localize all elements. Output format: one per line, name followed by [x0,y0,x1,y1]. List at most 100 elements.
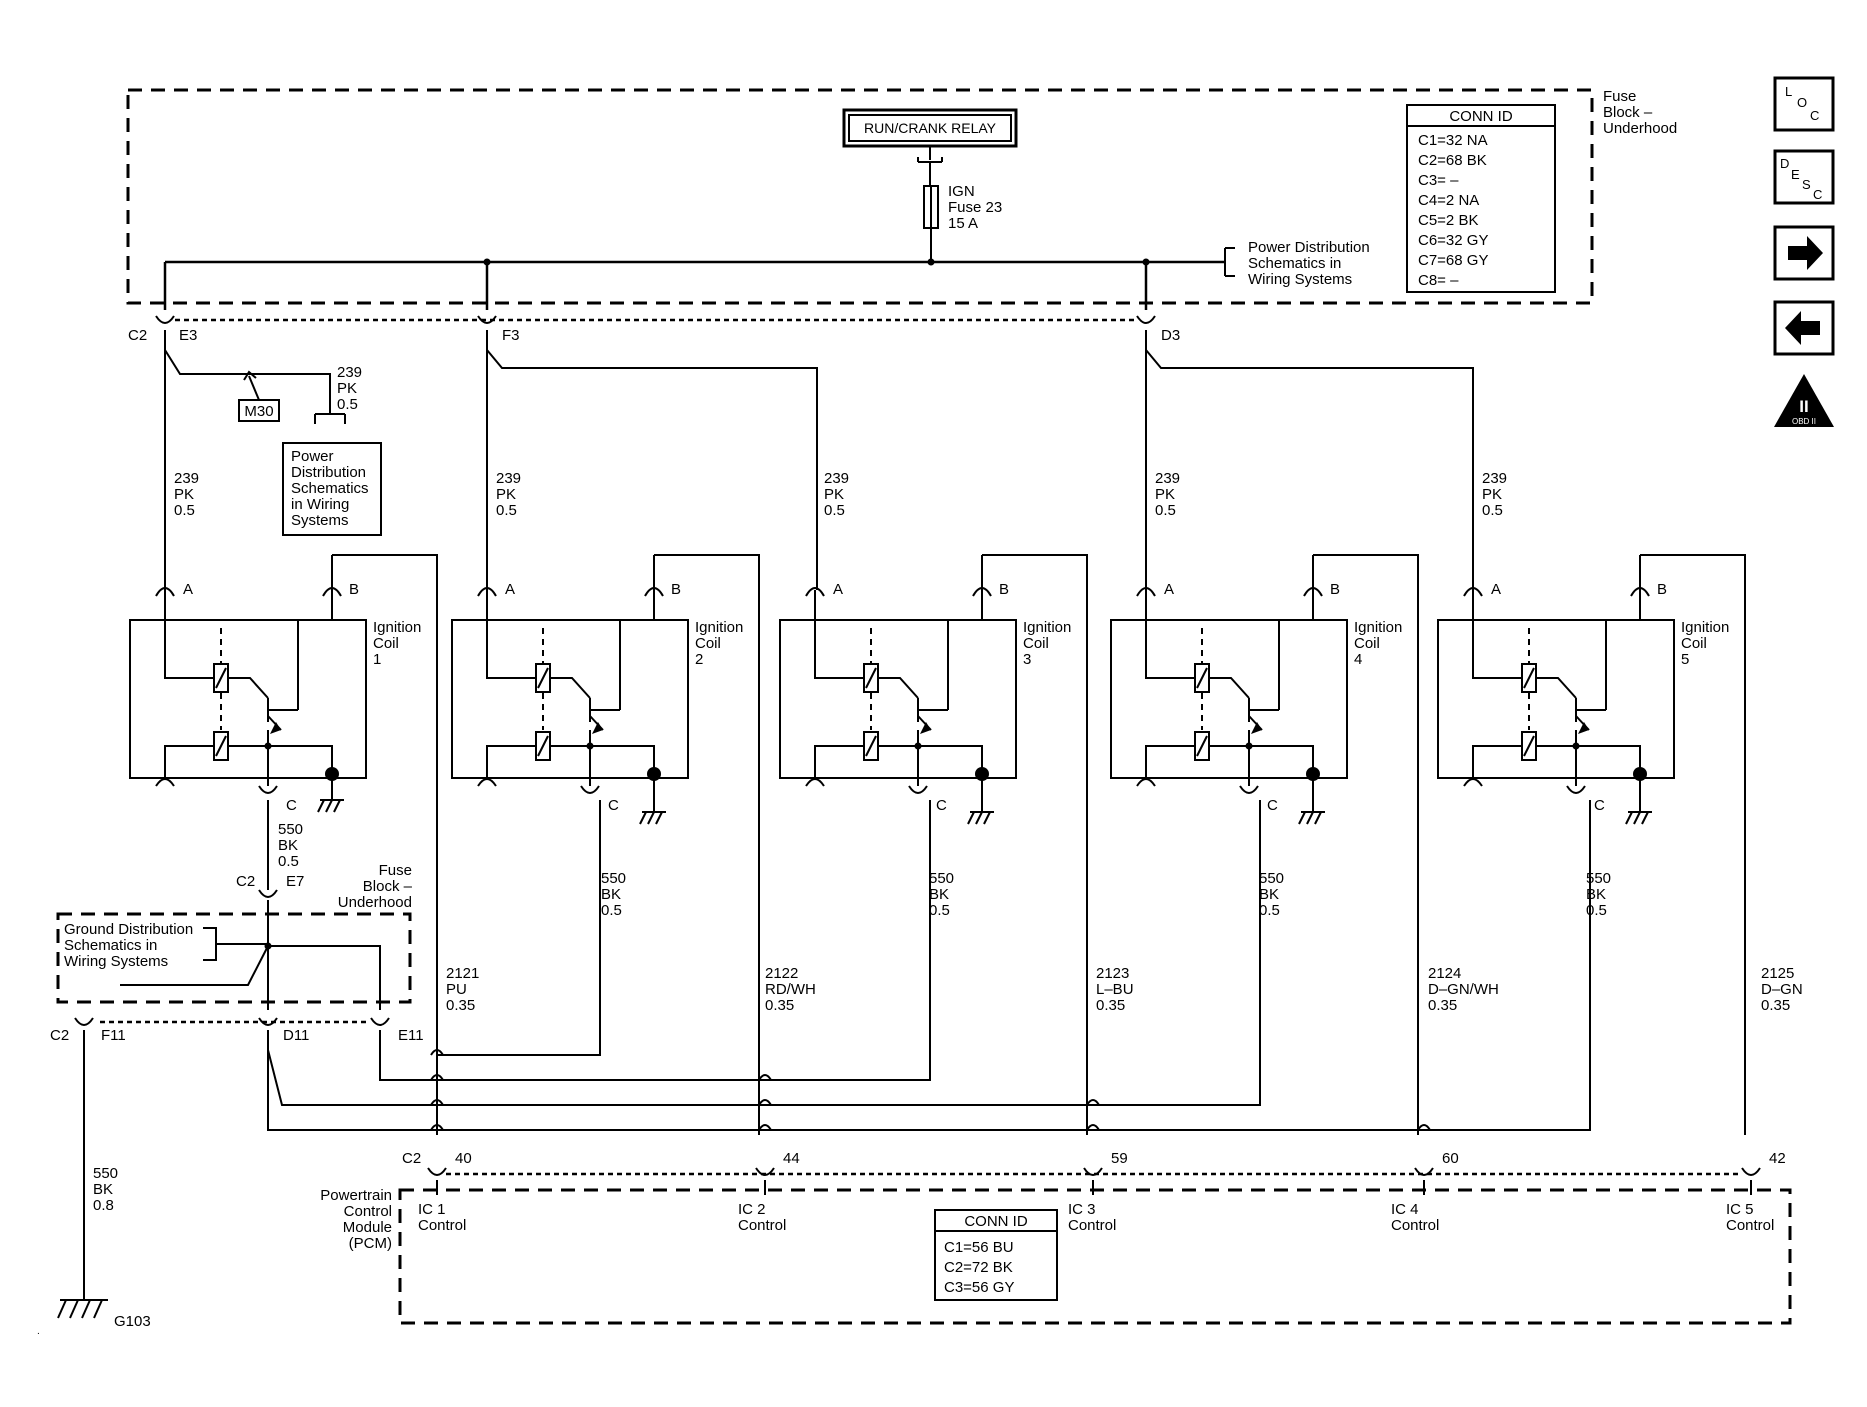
svg-text:L–BU: L–BU [1096,981,1134,998]
ic3-control-label: IC 3 Control [1068,1201,1116,1234]
g103-wire-label: 550 BK 0.8 [93,1165,118,1214]
svg-text:PK: PK [1155,486,1175,503]
loc-icon: L O C [1785,84,1819,123]
svg-text:0.5: 0.5 [824,502,845,519]
ignition-coil-2: A B Ignition Coil 2 C [451,554,760,1135]
ign-fuse-23: IGN Fuse 23 15 A [923,183,1002,262]
svg-text:C8= –: C8= – [1418,272,1459,289]
ignition-coil-5: A B Ignition Coil 5 C [1437,554,1746,1135]
loc-button[interactable]: L O C [1773,76,1835,132]
svg-text:239: 239 [496,470,521,487]
svg-text:CONN ID: CONN ID [1449,108,1513,125]
feed-wire-label-3: 239 PK 0.5 [824,470,849,519]
svg-text:0.35: 0.35 [1096,997,1125,1014]
svg-text:C: C [1594,797,1605,814]
svg-text:550: 550 [1259,870,1284,887]
svg-text:Ignition: Ignition [1023,619,1071,636]
svg-text:42: 42 [1769,1150,1786,1167]
svg-text:BK: BK [929,886,949,903]
svg-text:C2: C2 [236,873,255,890]
control-wire-label-5: 2125 D–GN 0.35 [1761,965,1803,1014]
svg-text:Power: Power [291,448,334,465]
pcm-pin-40: C2 40 [402,1150,472,1195]
pcm-label: Powertrain Control Module (PCM) [320,1187,392,1252]
svg-text:BK: BK [1259,886,1279,903]
svg-text:0.5: 0.5 [1155,502,1176,519]
svg-text:0.8: 0.8 [93,1197,114,1214]
svg-text:3: 3 [1023,651,1031,668]
svg-text:L: L [1785,84,1792,99]
svg-text:D–GN/WH: D–GN/WH [1428,981,1499,998]
svg-text:IC 5: IC 5 [1726,1201,1754,1218]
svg-text:G103: G103 [114,1313,151,1330]
svg-text:D: D [1780,156,1789,171]
svg-text:Fuse: Fuse [1603,88,1636,105]
power-dist-ref-box: Power Distribution Schematics in Wiring … [282,442,382,536]
svg-text:5: 5 [1681,651,1689,668]
svg-text:0.5: 0.5 [278,853,299,870]
svg-text:Ignition: Ignition [1681,619,1729,636]
svg-text:550: 550 [601,870,626,887]
connector-d11: D11 [258,1017,309,1044]
svg-text:0.35: 0.35 [1428,997,1457,1014]
svg-text:M30: M30 [244,403,273,420]
feed-wire-label-4: 239 PK 0.5 [1155,470,1180,519]
svg-text:B: B [1330,581,1340,598]
ground-wire-label-2: 550 BK 0.5 [601,870,626,919]
svg-text:239: 239 [174,470,199,487]
svg-text:F11: F11 [101,1027,126,1044]
svg-text:Schematics in: Schematics in [1248,255,1341,272]
svg-text:550: 550 [929,870,954,887]
fuse-block-top-label: Fuse Block – Underhood [1603,88,1677,137]
svg-text:A: A [183,581,193,598]
prev-page-button[interactable] [1773,300,1835,356]
svg-text:239: 239 [1482,470,1507,487]
svg-text:RD/WH: RD/WH [765,981,816,998]
svg-text:D–GN: D–GN [1761,981,1803,998]
obd-ii-button[interactable]: II OBD II [1774,374,1834,427]
svg-text:Coil: Coil [1354,635,1380,652]
pcm-outline [398,1188,1792,1325]
m30-reference: M30 [238,370,280,422]
svg-text:Underhood: Underhood [338,894,412,911]
ground-wire-label-3: 550 BK 0.5 [929,870,954,919]
control-wire-label-2: 2122 RD/WH 0.35 [765,965,816,1014]
pcm-pin-44: 44 [755,1150,800,1195]
svg-text:F3: F3 [502,327,520,344]
svg-text:C: C [1267,797,1278,814]
svg-text:0.35: 0.35 [1761,997,1790,1014]
svg-text:RUN/CRANK RELAY: RUN/CRANK RELAY [864,120,997,136]
svg-text:C1=32 NA: C1=32 NA [1418,132,1488,149]
svg-text:Control: Control [1068,1217,1116,1234]
next-page-button[interactable] [1773,225,1835,281]
svg-text:C2=72 BK: C2=72 BK [944,1259,1013,1276]
svg-text:0.5: 0.5 [601,902,622,919]
svg-text:PU: PU [446,981,467,998]
svg-text:C2: C2 [402,1150,421,1167]
ic1-control-label: IC 1 Control [418,1201,466,1234]
svg-text:239: 239 [824,470,849,487]
ic2-control-label: IC 2 Control [738,1201,786,1234]
svg-text:Ground Distribution: Ground Distribution [64,921,193,938]
svg-text:B: B [1657,581,1667,598]
pcm-pin-59: 59 [1083,1150,1128,1195]
control-wire-label-3: 2123 L–BU 0.35 [1096,965,1134,1014]
svg-text:2121: 2121 [446,965,479,982]
svg-text:D3: D3 [1161,327,1180,344]
svg-text:O: O [1797,95,1807,110]
svg-text:0.5: 0.5 [337,396,358,413]
svg-text:2: 2 [695,651,703,668]
svg-text:Wiring Systems: Wiring Systems [64,953,168,970]
svg-text:BK: BK [1586,886,1606,903]
svg-text:15 A: 15 A [948,215,978,232]
svg-text:Power Distribution: Power Distribution [1248,239,1370,256]
desc-button[interactable]: D E S C [1773,149,1835,205]
connector-f3: F3 [477,315,520,344]
svg-text:in Wiring: in Wiring [291,496,349,513]
pd-wire-label: 239 PK 0.5 [337,364,362,413]
connector-d3: D3 [1136,315,1180,344]
svg-text:4: 4 [1354,651,1362,668]
svg-text:BK: BK [601,886,621,903]
svg-text:2125: 2125 [1761,965,1794,982]
svg-text:C: C [286,797,297,814]
